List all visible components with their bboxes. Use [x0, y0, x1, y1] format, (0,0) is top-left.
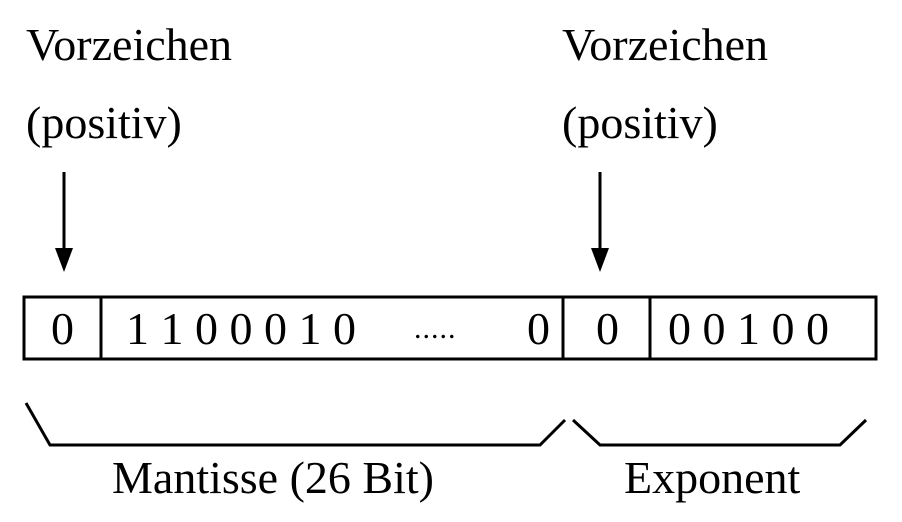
register-box	[22, 295, 878, 361]
exponent-sign-note: (positiv)	[562, 97, 718, 148]
mantissa-last-bit: 0	[527, 303, 550, 354]
mantissa-sign-arrow	[55, 172, 73, 272]
mantissa-sign-label: Vorzeichen	[26, 19, 233, 70]
exponent-brace	[571, 418, 868, 447]
exponent-sign-arrow	[591, 172, 609, 272]
exponent-sign-label: Vorzeichen	[562, 19, 769, 70]
mantissa-sign-bit: 0	[51, 303, 74, 354]
mantissa-brace	[24, 402, 567, 447]
exponent-label: Exponent	[624, 452, 801, 503]
mantissa-label: Mantisse (26 Bit)	[112, 452, 434, 503]
mantissa-bits: 1 1 0 0 0 1 0	[126, 303, 356, 354]
exponent-bits: 0 0 1 0 0	[668, 303, 829, 354]
mantissa-ellipsis: .....	[414, 312, 457, 345]
mantissa-sign-note: (positiv)	[26, 97, 182, 148]
exponent-sign-bit: 0	[596, 303, 619, 354]
